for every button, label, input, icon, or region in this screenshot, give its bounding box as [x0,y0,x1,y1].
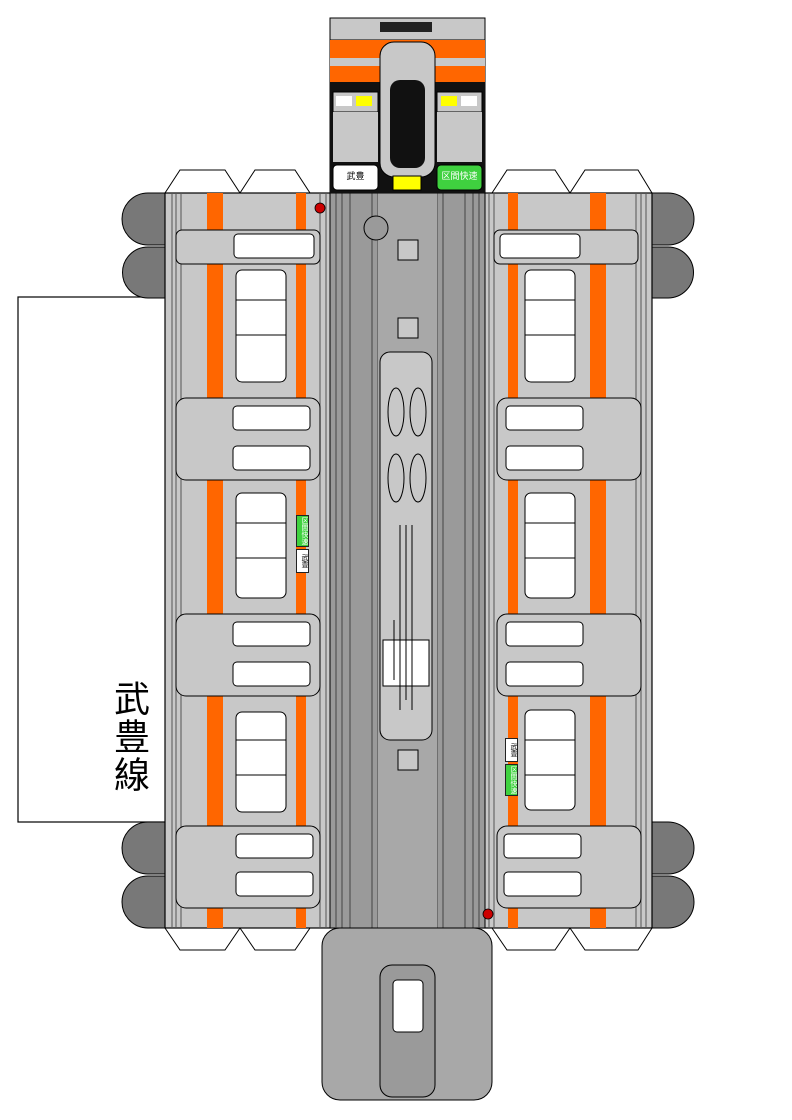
front-sign-left: 武豊 [336,168,375,187]
right-panels [493,229,642,909]
roof-vent-2 [397,317,419,339]
pantograph-unit [379,351,433,741]
glue-flap [17,296,167,823]
side-sign-left-type: 区間快速 [296,515,309,547]
side-sign-right-type: 区間快速 [505,764,518,796]
left-panels [175,229,321,909]
left-side-lines [171,193,327,928]
roof-vent-round [363,215,389,241]
line-name-label: 武豊線 [108,680,149,794]
right-windows [524,269,576,811]
roof-vent-3 [397,749,419,771]
front-sign-right: 区間快速 [440,168,479,187]
side-tabs [121,192,695,929]
left-windows [235,269,287,813]
roof-vent-1 [397,239,419,261]
side-sign-right-dest: 武豊 [505,738,518,762]
side-sign-left-dest: 武豊 [296,549,309,573]
marker-red-top [314,202,326,214]
rear-cab [321,927,493,1101]
front-cab [329,17,486,194]
marker-red-bottom [482,908,494,920]
right-side-lines [488,193,647,928]
